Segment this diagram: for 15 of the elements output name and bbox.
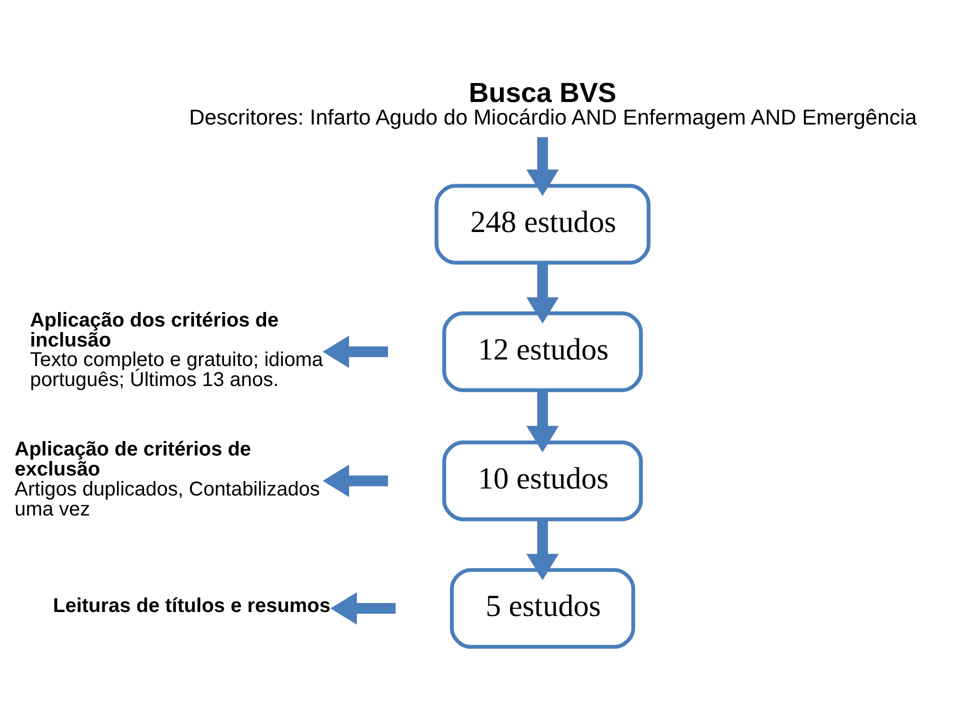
node-box: 10 estudos	[442, 440, 643, 522]
arrow	[526, 520, 559, 580]
node-text: Leituras de títulos e resumos	[53, 595, 330, 618]
arrow	[330, 592, 396, 625]
arrow	[526, 137, 559, 196]
node-box: 5 estudos	[450, 568, 636, 649]
node-box: 12 estudos	[442, 311, 643, 392]
node-text: Busca BVS Descritores: Infarto Agudo do Miocárdio AND Enfermagem AND Emergência	[189, 76, 917, 130]
arrow	[322, 336, 388, 368]
node-text: Aplicação dos critérios de inclusão Texto completo e gratuito; idioma português; Últimos 13 anos.	[30, 309, 324, 392]
node-box: 248 estudos	[434, 184, 651, 265]
node-text: Aplicação de critérios de exclusão Artigos duplicados, Contabilizados uma vez	[14, 438, 320, 520]
arrow	[322, 464, 388, 498]
arrow	[526, 263, 559, 324]
arrow	[526, 390, 559, 452]
